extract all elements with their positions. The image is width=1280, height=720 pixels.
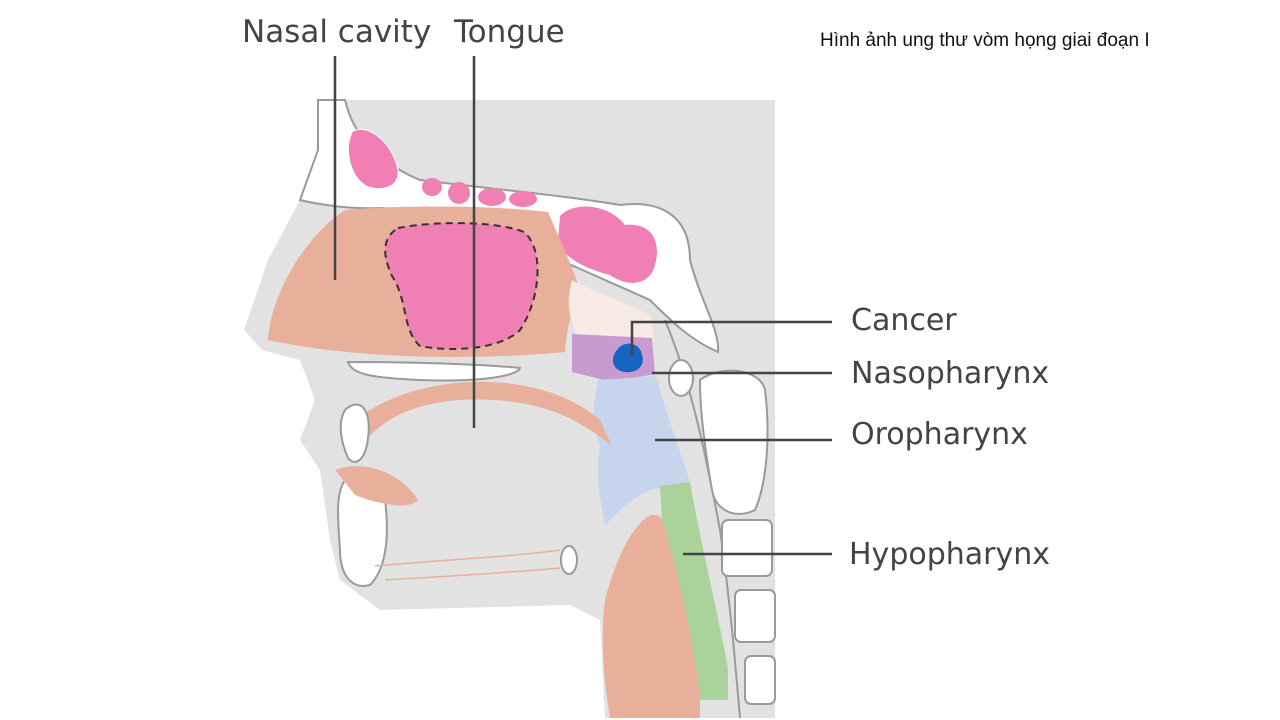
upper-teeth: [339, 403, 370, 463]
palate-arch: [355, 381, 612, 450]
oropharynx-region: [593, 376, 690, 525]
hard-palate: [346, 360, 522, 382]
label-nasopharynx: Nasopharynx: [851, 356, 1049, 391]
ethmoid-sinus-1: [422, 178, 442, 196]
larynx-tissue: [602, 514, 700, 718]
axis-vertebra: [698, 369, 769, 515]
label-cancer: Cancer: [851, 303, 957, 338]
vertebra-c4: [734, 589, 776, 643]
label-nasal-cavity: Nasal cavity: [242, 14, 431, 50]
soft-palate-area: [568, 280, 655, 342]
sphenoid-sinus: [558, 206, 657, 283]
label-hypopharynx: Hypopharynx: [849, 537, 1050, 572]
vertebra-c3: [721, 519, 773, 577]
hypopharynx-region: [660, 482, 728, 700]
floor-of-mouth-lines: [374, 549, 561, 581]
tumor: [612, 343, 643, 373]
atlas-vertebra: [668, 359, 694, 397]
cancer-leader: [630, 320, 832, 355]
caption: Hình ảnh ung thư vòm họng giai đoạn I: [820, 30, 1150, 51]
hyoid-bone: [560, 545, 578, 575]
maxillary-sinus: [384, 222, 539, 350]
label-tongue: Tongue: [453, 14, 565, 50]
label-oropharynx: Oropharynx: [851, 417, 1028, 452]
frontal-sinus: [348, 128, 399, 190]
vertebra-c5: [744, 655, 776, 705]
ethmoid-sinus-2: [448, 182, 470, 204]
ethmoid-sinus-3: [478, 188, 506, 206]
ethmoid-sinus-4: [509, 191, 537, 207]
lip-tissue: [335, 466, 418, 506]
